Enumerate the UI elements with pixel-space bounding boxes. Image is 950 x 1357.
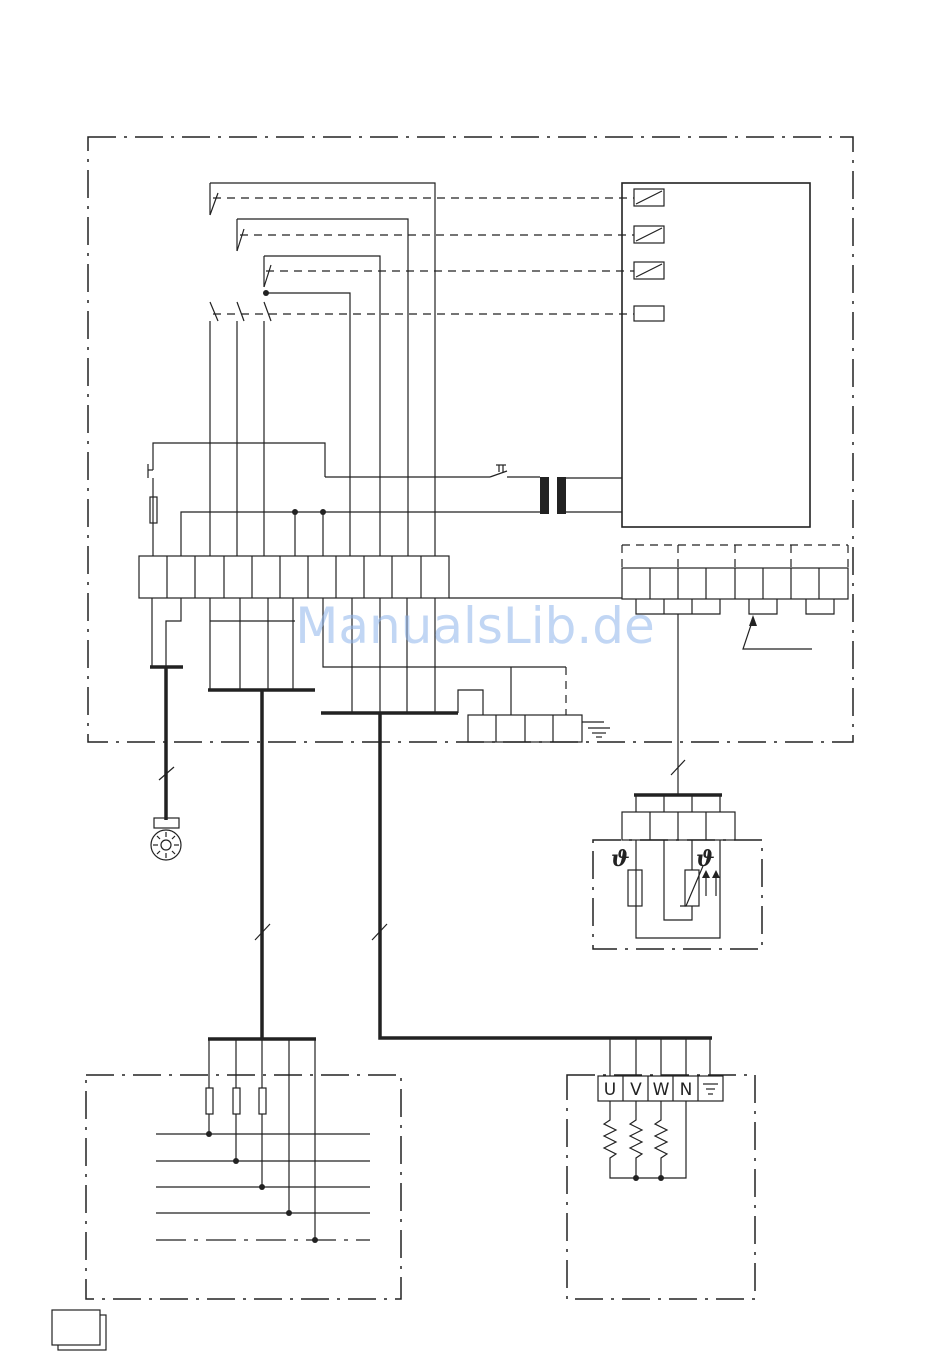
sensor-terminals bbox=[622, 795, 735, 840]
ground-icon bbox=[582, 722, 610, 737]
relay-coil-2 bbox=[634, 226, 664, 243]
thermistor-icon bbox=[680, 866, 720, 906]
sensor-terminal-strip bbox=[622, 545, 848, 614]
earth-terminal-strip bbox=[468, 715, 582, 742]
annotation-arrow bbox=[743, 615, 812, 649]
temperature-symbol-1: ϑ bbox=[611, 846, 630, 872]
relay-coil-3 bbox=[634, 262, 664, 279]
thermal-fuse bbox=[628, 870, 642, 906]
terminal-label-u: U bbox=[604, 1080, 616, 1100]
page-marker bbox=[52, 1310, 106, 1350]
mains-supply-wiring bbox=[156, 1039, 370, 1243]
motor-wiring bbox=[610, 1038, 710, 1076]
motor-cable bbox=[380, 713, 712, 1038]
mains-fuses bbox=[206, 1088, 266, 1114]
lamp-branch-wiring bbox=[150, 598, 183, 667]
contactor-wiring bbox=[210, 183, 435, 556]
transformer bbox=[540, 477, 622, 514]
terminal-label-n: N bbox=[680, 1080, 693, 1100]
watermark: ManualsLib.de bbox=[295, 597, 655, 655]
main-terminal-strip bbox=[139, 556, 449, 598]
lamp-icon bbox=[151, 818, 181, 860]
control-unit bbox=[622, 183, 810, 527]
control-switch-circuit bbox=[148, 443, 540, 556]
terminal-label-w: W bbox=[653, 1080, 670, 1100]
terminal-label-v: V bbox=[630, 1080, 642, 1100]
relay-coil-1 bbox=[634, 189, 664, 206]
motor-ground-icon bbox=[703, 1084, 718, 1094]
contactor-contacts bbox=[210, 183, 271, 321]
motor-windings bbox=[604, 1101, 686, 1181]
relay-coil-4 bbox=[634, 306, 664, 321]
temperature-symbol-2: ϑ bbox=[696, 846, 715, 872]
